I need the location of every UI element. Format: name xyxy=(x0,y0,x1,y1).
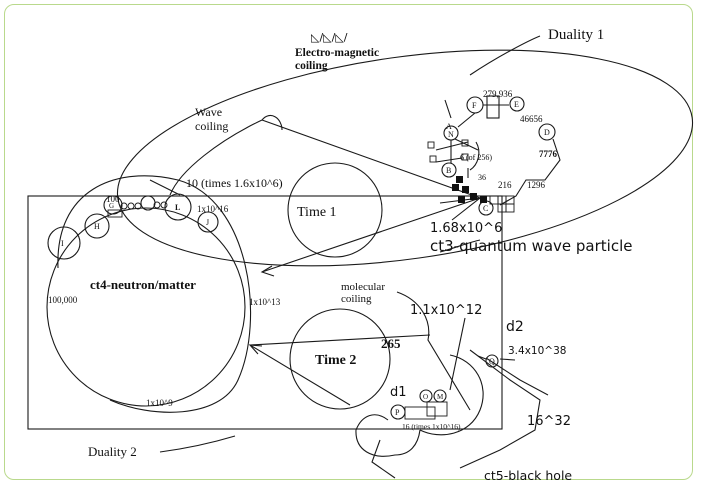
q-leader xyxy=(477,355,487,360)
em-coil-structure xyxy=(427,95,561,216)
n1x10-9-label: 1x10^9 xyxy=(146,398,173,408)
n100000-label: 100,000 xyxy=(48,295,78,305)
em-coiling-label-1: Electro-magnetic xyxy=(295,47,379,59)
wave-hook xyxy=(261,115,283,131)
ct4-coil xyxy=(57,175,252,413)
figure-frame xyxy=(4,4,693,480)
n16-times-label: 16 (times 1x10^16) xyxy=(402,422,461,431)
node-J-circle xyxy=(197,211,219,233)
letter-D: D xyxy=(544,128,550,137)
ct3-text: ct3-quantum wave particle xyxy=(430,237,633,255)
letter-L: L xyxy=(175,203,180,212)
letter-M: M xyxy=(437,393,444,401)
wave-arrow-2 xyxy=(260,265,275,277)
n1-1-label: 1.1x10^12 xyxy=(410,303,482,318)
wave-coiling-label-1: Wave xyxy=(195,105,222,119)
molecular-line-b xyxy=(449,317,466,391)
time1-circle xyxy=(287,162,383,258)
letter-Q: Q xyxy=(489,357,495,366)
molecular-line xyxy=(396,291,471,411)
duality1-ellipse xyxy=(116,49,694,267)
time2-circle xyxy=(289,308,391,410)
time2-label: Time 2 xyxy=(315,353,356,368)
duality2-leader xyxy=(159,435,236,453)
duality1-leader xyxy=(469,35,541,76)
wave-line-a xyxy=(169,119,263,196)
letter-C: C xyxy=(483,204,488,213)
d2-label: d2 xyxy=(506,319,524,335)
duality2-label: Duality 2 xyxy=(88,444,137,459)
leader-10times xyxy=(149,179,181,196)
letter-G: G xyxy=(109,202,114,210)
duality1-label: Duality 1 xyxy=(548,27,604,43)
n7776-label: 7776 xyxy=(539,149,558,159)
letter-A: A xyxy=(446,122,452,131)
ct3-leader xyxy=(439,239,481,253)
mini-circles-row xyxy=(107,201,168,218)
ct4-label: ct4-neutron/matter xyxy=(90,277,196,292)
n100-label: 100 xyxy=(106,194,120,204)
letter-E: E xyxy=(514,100,519,109)
n6of256-label: 6 (of 256) xyxy=(460,153,492,162)
time2-arrow xyxy=(248,344,263,355)
ct3-label: ct3-quantum wave particle xyxy=(430,237,633,255)
letter-I: I xyxy=(61,239,64,248)
n3-4-label: 3.4x10^38 xyxy=(508,345,566,357)
ct4-circle xyxy=(46,207,246,407)
n46656-label: 46656 xyxy=(520,114,543,124)
letter-B: B xyxy=(446,166,451,175)
times-label: 10 (times 1.6x10^6) xyxy=(186,176,283,190)
n16-32-label: 16^32 xyxy=(527,414,571,429)
matter-rectangle xyxy=(27,195,503,430)
n279936-label: 279,936 xyxy=(483,89,513,99)
time2-line-a xyxy=(249,344,351,406)
n1-68-label: 1.68x10^6 xyxy=(430,221,502,236)
em-icons: ◺/◺/◺/ xyxy=(311,31,348,44)
node-I-circle xyxy=(47,226,81,260)
n216-label: 216 xyxy=(498,180,512,190)
n1296-label: 1296 xyxy=(527,180,546,190)
node-H-circle xyxy=(84,213,110,239)
letter-F: F xyxy=(472,101,477,110)
molecular-label-2: coiling xyxy=(341,293,372,305)
time1-label: Time 1 xyxy=(297,205,337,220)
n36-label: 36 xyxy=(478,173,486,182)
q-leader-b xyxy=(499,358,516,361)
n265-label: 265 xyxy=(381,336,401,351)
molecular-label-1: molecular xyxy=(341,281,385,293)
ct5-label: ct5-black hole xyxy=(484,468,572,483)
node-small-a xyxy=(103,195,123,215)
letter-P: P xyxy=(395,408,400,417)
em-coiling-label-2: coiling xyxy=(295,60,328,72)
node-Q-circle xyxy=(485,354,499,368)
n1x10-16-label: 1x10^16 xyxy=(197,204,229,214)
n1x10-13-label: 1x10^13 xyxy=(249,297,281,307)
letter-O: O xyxy=(423,393,428,401)
letter-J: J xyxy=(206,218,209,227)
letter-N: N xyxy=(448,130,454,139)
time2-line-b xyxy=(249,334,431,346)
letter-H: H xyxy=(94,222,100,231)
d1-label: d1 xyxy=(390,385,407,400)
wave-coiling-label-2: coiling xyxy=(195,119,228,133)
black-hole-coil xyxy=(355,349,549,479)
